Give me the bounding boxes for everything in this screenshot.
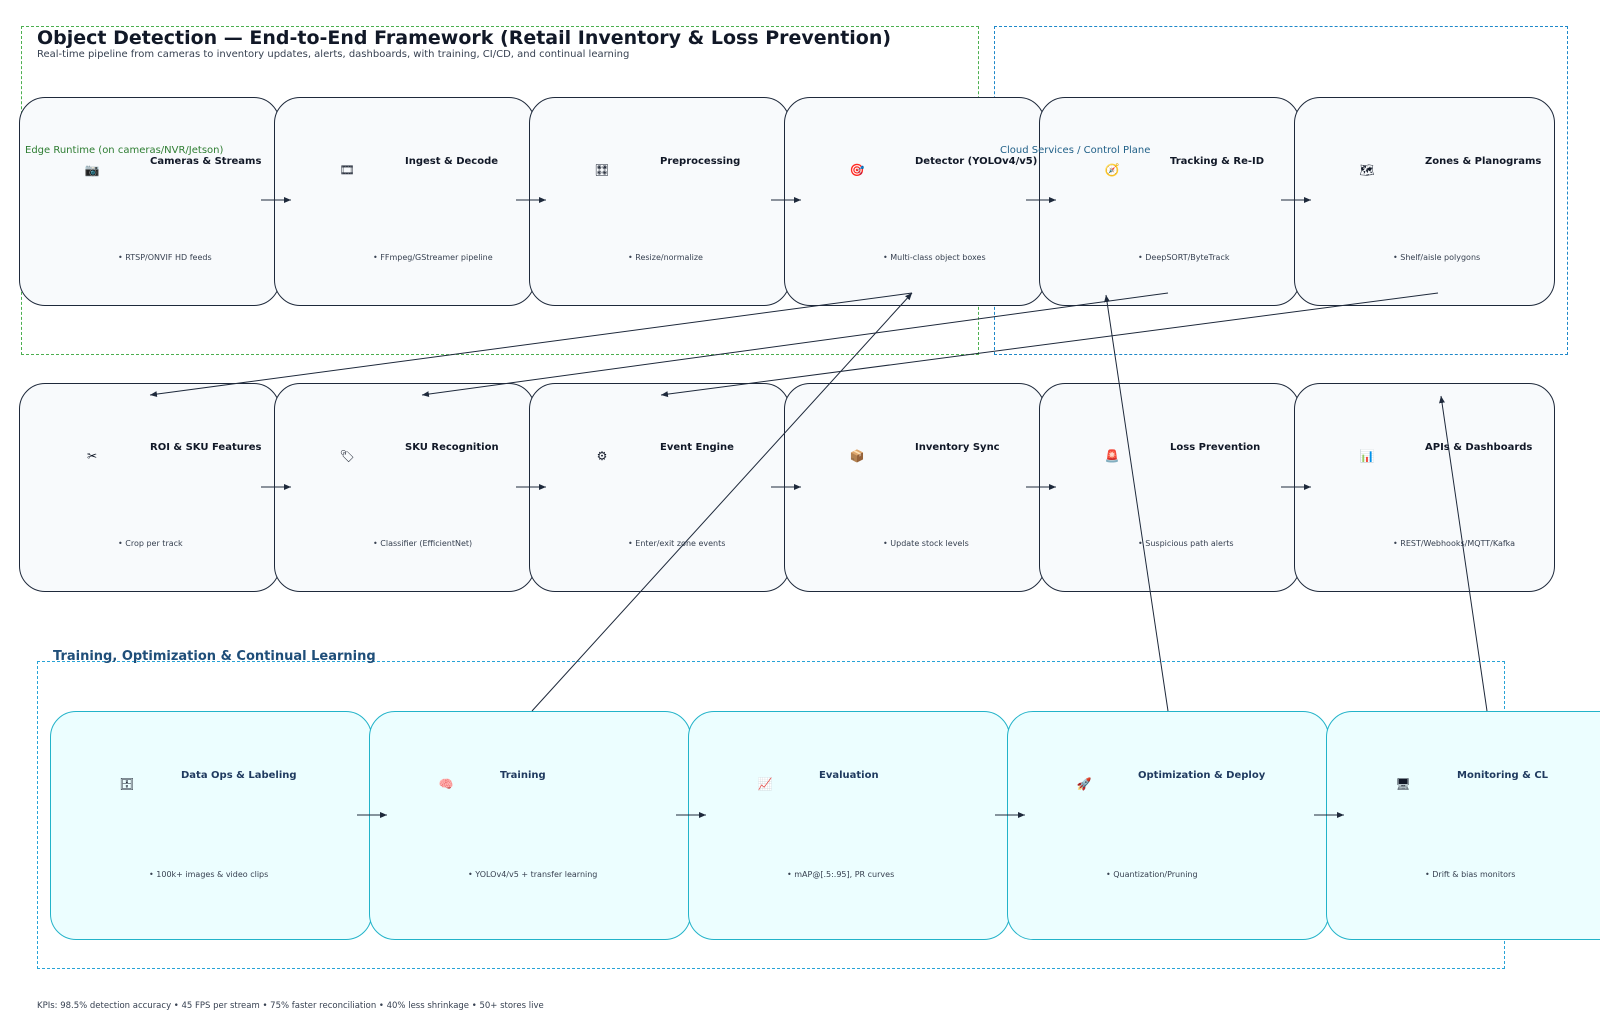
- node-title: Evaluation: [819, 770, 879, 781]
- node-title: Zones & Planograms: [1425, 156, 1542, 167]
- training-label: Training, Optimization & Continual Learn…: [53, 649, 376, 664]
- node-title: Loss Prevention: [1170, 442, 1261, 453]
- node-title: Data Ops & Labeling: [181, 770, 297, 781]
- node-title: Detector (YOLOv4/v5): [915, 156, 1038, 167]
- tracking-icon: 🧭: [1104, 163, 1120, 177]
- database-icon: 🗄: [119, 777, 135, 791]
- tag-icon: 🏷: [339, 449, 355, 463]
- node-title: SKU Recognition: [405, 442, 499, 453]
- node-bullet: • Resize/normalize: [628, 253, 703, 262]
- target-icon: 🎯: [849, 163, 865, 177]
- training-node-5: 🖥 Monitoring & CL • Drift & bias monitors: [1326, 711, 1600, 940]
- node-title: Optimization & Deploy: [1138, 770, 1266, 781]
- scissors-icon: ✂: [86, 449, 98, 463]
- map-icon: 🗺: [1359, 163, 1375, 177]
- pipeline-node-row1-1: 📷 Cameras & Streams • RTSP/ONVIF HD feeds: [19, 97, 280, 306]
- node-bullet: • Crop per track: [118, 539, 183, 548]
- node-bullet: • RTSP/ONVIF HD feeds: [118, 253, 212, 262]
- sliders-icon: 🎛: [594, 163, 610, 177]
- node-title: Event Engine: [660, 442, 734, 453]
- training-node-1: 🗄 Data Ops & Labeling • 100k+ images & vid…: [50, 711, 372, 940]
- node-title: Training: [500, 770, 546, 781]
- pipeline-node-row2-1: ✂ ROI & SKU Features • Crop per track: [19, 383, 280, 592]
- pipeline-node-row2-2: 🏷 SKU Recognition • Classifier (EfficientN…: [274, 383, 535, 592]
- node-bullet: • YOLOv4/v5 + transfer learning: [468, 870, 598, 879]
- pipeline-node-row2-4: 📦 Inventory Sync • Update stock levels: [784, 383, 1045, 592]
- node-bullet: • mAP@[.5:.95], PR curves: [787, 870, 895, 879]
- node-title: Tracking & Re-ID: [1170, 156, 1265, 167]
- node-bullet: • FFmpeg/GStreamer pipeline: [373, 253, 493, 262]
- pipeline-node-row1-4: 🎯 Detector (YOLOv4/v5) • Multi-class objec…: [784, 97, 1045, 306]
- pipeline-node-row2-5: 🚨 Loss Prevention • Suspicious path alerts: [1039, 383, 1300, 592]
- pipeline-node-row1-6: 🗺 Zones & Planograms • Shelf/aisle polygon…: [1294, 97, 1555, 306]
- brain-icon: 🧠: [438, 777, 454, 791]
- node-bullet: • Multi-class object boxes: [883, 253, 986, 262]
- node-title: Ingest & Decode: [405, 156, 499, 167]
- node-bullet: • REST/Webhooks/MQTT/Kafka: [1393, 539, 1516, 548]
- page-title: Object Detection — End-to-End Framework …: [37, 27, 892, 49]
- pipeline-node-row2-6: 📊 APIs & Dashboards • REST/Webhooks/MQTT/K…: [1294, 383, 1555, 592]
- node-title: Monitoring & CL: [1457, 770, 1549, 781]
- rocket-icon: 🚀: [1076, 777, 1092, 791]
- film-icon: 🎞: [339, 163, 355, 177]
- node-title: Preprocessing: [660, 156, 741, 167]
- node-bullet: • Shelf/aisle polygons: [1393, 253, 1481, 262]
- package-icon: 📦: [849, 449, 865, 463]
- arrow-deploy-to-tracking: [1104, 294, 1169, 712]
- training-node-4: 🚀 Optimization & Deploy • Quantization/Pru…: [1007, 711, 1329, 940]
- arrow-detector-to-roi: [149, 292, 913, 398]
- alert-icon: 🚨: [1104, 449, 1120, 463]
- node-bullet: • Suspicious path alerts: [1138, 539, 1234, 548]
- node-bullet: • Drift & bias monitors: [1425, 870, 1516, 879]
- node-bullet: • Quantization/Pruning: [1106, 870, 1198, 879]
- pipeline-node-row1-2: 🎞 Ingest & Decode • FFmpeg/GStreamer pipel…: [274, 97, 535, 306]
- node-bullet: • Enter/exit zone events: [628, 539, 726, 548]
- dashboard-icon: 📊: [1359, 449, 1375, 463]
- cloud-services-label: Cloud Services / Control Plane: [1000, 145, 1151, 156]
- node-title: ROI & SKU Features: [150, 442, 262, 453]
- edge-runtime-label: Edge Runtime (on cameras/NVR/Jetson): [25, 145, 224, 156]
- chart-icon: 📈: [757, 777, 773, 791]
- node-title: APIs & Dashboards: [1425, 442, 1533, 453]
- monitor-icon: 🖥: [1395, 777, 1411, 791]
- gear-icon: ⚙: [596, 449, 608, 463]
- camera-icon: 📷: [84, 163, 100, 177]
- training-node-2: 🧠 Training • YOLOv4/v5 + transfer learning: [369, 711, 691, 940]
- node-bullet: • Classifier (EfficientNet): [373, 539, 473, 548]
- training-node-3: 📈 Evaluation • mAP@[.5:.95], PR curves: [688, 711, 1010, 940]
- arrow-zones-to-events: [660, 292, 1439, 398]
- node-bullet: • 100k+ images & video clips: [149, 870, 269, 879]
- node-bullet: • Update stock levels: [883, 539, 969, 548]
- page-subtitle: Real-time pipeline from cameras to inven…: [37, 49, 630, 60]
- pipeline-node-row2-3: ⚙ Event Engine • Enter/exit zone events: [529, 383, 790, 592]
- node-title: Inventory Sync: [915, 442, 1000, 453]
- pipeline-node-row1-5: 🧭 Tracking & Re-ID • DeepSORT/ByteTrack: [1039, 97, 1300, 306]
- arrow-monitoring-to-apis: [1439, 395, 1488, 712]
- node-bullet: • DeepSORT/ByteTrack: [1138, 253, 1230, 262]
- arrow-training-to-detector: [531, 292, 913, 712]
- kpi-footer: KPIs: 98.5% detection accuracy • 45 FPS …: [37, 1001, 544, 1011]
- node-title: Cameras & Streams: [150, 156, 262, 167]
- arrow-tracking-to-sku: [421, 292, 1169, 398]
